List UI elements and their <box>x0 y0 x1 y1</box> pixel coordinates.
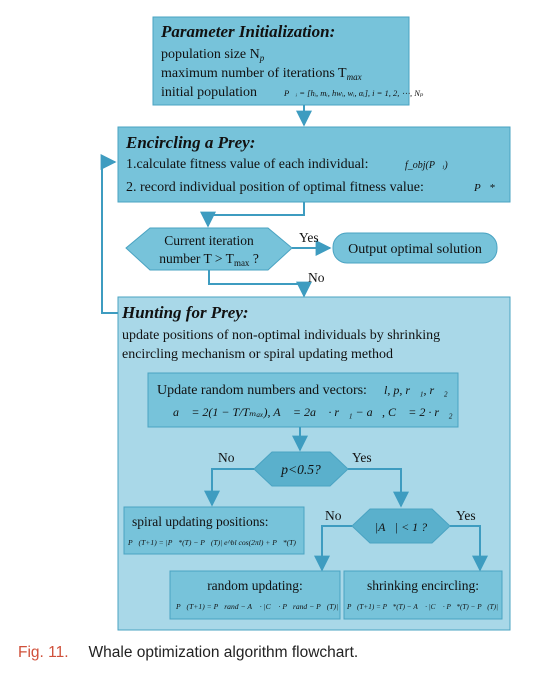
encircle-line1: 1.calculate fitness value of each indivi… <box>126 157 369 172</box>
update-formula1: l, p, r⃗₁, r⃗₂ <box>384 383 448 397</box>
decision-a-label: |A⃗| < 1 ? <box>375 520 427 534</box>
arrow-loop-back <box>100 154 118 314</box>
arrow-yes-shrink <box>450 525 488 572</box>
caption-text: Whale optimization algorithm flowchart. <box>88 644 359 661</box>
init-box <box>152 16 410 106</box>
random-box <box>169 570 341 620</box>
update-line1: Update random numbers and vectors: <box>157 383 367 398</box>
no-label-1: No <box>308 270 325 285</box>
yes-label-2: Yes <box>352 450 372 465</box>
encircle-formula2: P⃗* <box>473 182 495 194</box>
figure-caption: Fig. 11. Whale optimization algorithm flo… <box>18 644 528 668</box>
init-title: Parameter Initialization: <box>160 22 335 41</box>
encircle-title: Encircling a Prey: <box>125 133 255 152</box>
arrow-no-hunt <box>208 270 312 298</box>
encircle-box <box>117 126 511 203</box>
arrow-no-random <box>314 525 352 572</box>
spiral-formula: P⃗(T+1) = |P⃗*(T) − P⃗(T)| e^bl cos(2πl)… <box>127 538 296 547</box>
update-formula2: a⃗ = 2(1 − T/Tₘₐₓ), A⃗ = 2a⃗ · r⃗₁ − a⃗,… <box>173 405 453 419</box>
encircle-line2: 2. record individual position of optimal… <box>126 180 424 195</box>
arrow-no-spiral <box>204 468 254 507</box>
shrink-formula: P⃗(T+1) = P⃗*(T) − A⃗ · |C⃗ · P⃗*(T) − P… <box>346 603 498 611</box>
hunt-line1: update positions of non-optimal individu… <box>122 328 440 343</box>
random-formula: P⃗(T+1) = P⃗rand − A⃗ · |C⃗ · P⃗rand − P… <box>175 602 338 611</box>
hunt-title: Hunting for Prey: <box>121 303 249 322</box>
update-box <box>147 372 459 428</box>
random-title: random updating: <box>207 578 303 593</box>
init-line2: maximum number of iterations Tmax <box>161 66 362 82</box>
spiral-title: spiral updating positions: <box>132 514 269 529</box>
output-label: Output optimal solution <box>348 242 482 257</box>
shrink-title: shrinking encircling: <box>367 578 479 593</box>
caption-label: Fig. 11. <box>18 644 69 661</box>
encircle-formula1: f_obj(P⃗ᵢ) <box>405 160 448 171</box>
decision-p-label: p<0.5? <box>280 462 321 477</box>
shrink-box <box>343 570 503 620</box>
init-line1: population size Np <box>161 47 265 63</box>
flowchart: Parameter Initialization: population siz… <box>100 16 511 631</box>
yes-label-1: Yes <box>299 230 319 245</box>
no-label-3: No <box>325 508 342 523</box>
spiral-box <box>123 506 305 555</box>
init-line3: initial population <box>161 85 257 100</box>
decision-iteration-line1: Current iteration <box>164 233 254 248</box>
arrow-encircle-decision <box>200 202 305 228</box>
decision-iteration-line2: number T > Tmax ? <box>159 251 259 268</box>
yes-label-3: Yes <box>456 508 476 523</box>
output-box <box>332 232 498 264</box>
arrow-yes-decision3 <box>348 468 409 508</box>
init-formula: P⃗ᵢ = [hᵢ, mᵢ, hwᵢ, wᵢ, αᵢ], i = 1, 2, ⋯… <box>283 88 424 98</box>
no-label-2: No <box>218 450 235 465</box>
hunt-line2: encircling mechanism or spiral updating … <box>122 347 393 362</box>
